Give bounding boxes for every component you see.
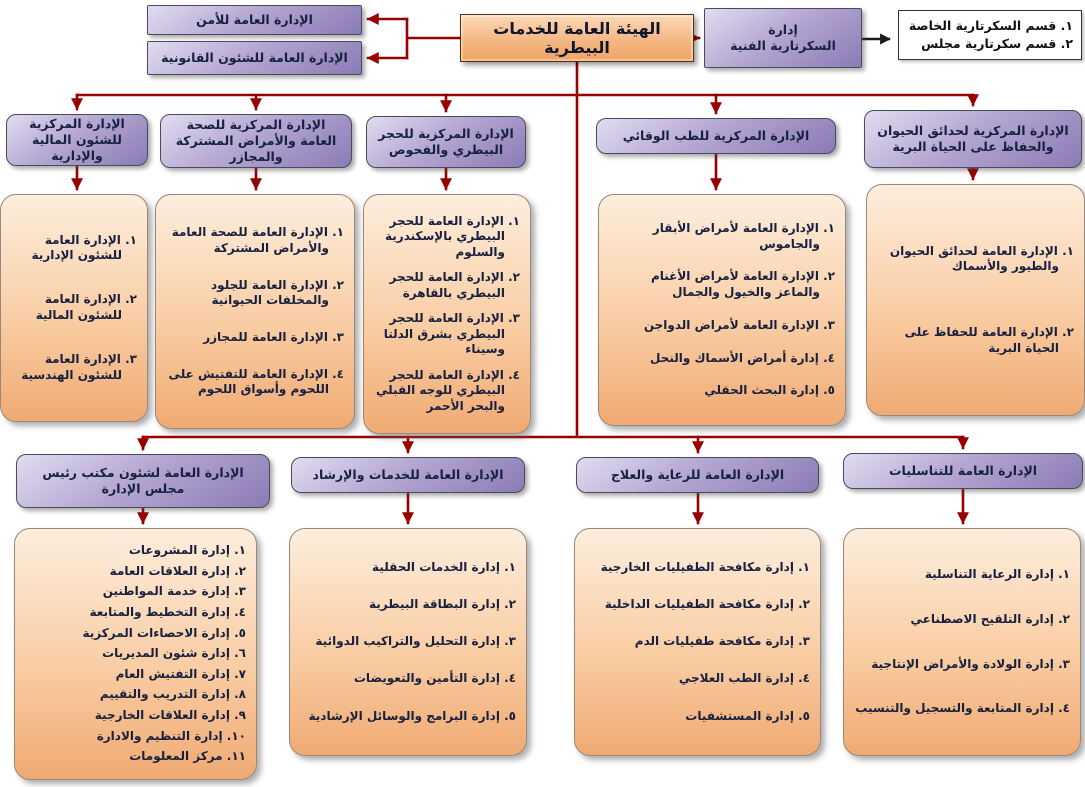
- list-finance-admin: ١. الإدارة العامة للشئون الإدارية ٢. الإد…: [0, 194, 148, 422]
- header-care-treatment: الإدارة العامة للرعاية والعلاج: [576, 457, 819, 493]
- technical-secretariat-line1: إدارة: [768, 22, 798, 37]
- dept-items: ١. إدارة المشروعات ٢. إدارة العلاقات العا…: [25, 538, 247, 770]
- list-item: ١. إدارة مكافحة الطفيليات الخارجية: [600, 559, 810, 574]
- dept-items: ١. الإدارة العامة لحدائق الحيوان والطيور…: [877, 194, 1074, 406]
- header-finance-admin: الإدارة المركزية للشئون المالية والإداري…: [6, 114, 148, 166]
- list-item: ٤. إدارة التأمين والتعويضات: [353, 671, 516, 686]
- root-authority-label: الهيئة العامة للخدمات البيطرية: [493, 19, 661, 57]
- list-item: ٥. إدارة الاحصاءات المركزية: [82, 625, 247, 640]
- header-label: الإدارة المركزية للطب الوقائي: [622, 128, 810, 143]
- list-item: ٣. الإدارة العامة للمجازر: [203, 329, 344, 344]
- list-item: ٢. إدارة العلاقات العامة: [109, 563, 246, 578]
- header-label: الإدارة المركزية للشئون المالية والإداري…: [29, 116, 125, 163]
- list-services-extension: ١. إدارة الخدمات الحقلية ٢. إدارة البطاقة…: [289, 528, 527, 756]
- list-item: ١٠. إدارة التنظيم والادارة: [96, 728, 246, 743]
- dept-items: ١. الإدارة العامة للشئون الإدارية ٢. الإد…: [11, 204, 137, 412]
- list-item: ٤. إدارة المتابعة والتسجيل والتنسيب: [855, 701, 1070, 716]
- technical-secretariat-line2: السكرتارية الفنية: [730, 38, 836, 53]
- list-item: ١. إدارة المشروعات: [128, 543, 246, 558]
- header-label: الإدارة العامة للتناسليات: [888, 463, 1038, 478]
- list-item: ١. قسم السكرتارية الخاصة: [908, 17, 1073, 33]
- legal-affairs-box: الإدارة العامة للشئون القانونية: [147, 41, 362, 75]
- header-chairman-office: الإدارة العامة لشئون مكتب رئيس مجلس الإد…: [16, 454, 270, 508]
- dept-items: ١. الإدارة العامة للصحة العامة والأمراض …: [166, 204, 344, 419]
- list-item: ٥. إدارة المستشفيات: [685, 708, 810, 723]
- list-item: ٢. الإدارة العامة للجلود والمخلفات الحيو…: [211, 277, 344, 308]
- dept-items: ١. إدارة الخدمات الحقلية ٢. إدارة البطاقة…: [300, 538, 516, 746]
- list-item: ٢. إدارة البطاقة البيطرية: [369, 596, 516, 611]
- secretariat-section-items: ١. قسم السكرتارية الخاصة ٢. قسم سكرتارية …: [907, 15, 1073, 55]
- header-label: الإدارة المركزية للحجر البيطري والفحوص: [378, 126, 514, 157]
- list-item: ٣. الإدارة العامة للحجر البيطري بشرق الد…: [383, 311, 520, 357]
- list-item: ٥. إدارة البرامج والوسائل الإرشادية: [308, 708, 516, 723]
- list-zoos-wildlife: ١. الإدارة العامة لحدائق الحيوان والطيور…: [866, 184, 1085, 416]
- list-item: ٤. الإدارة العامة للتفتيش على اللحوم وأس…: [168, 366, 344, 397]
- list-item: ١. الإدارة العامة للشئون الإدارية: [31, 232, 137, 263]
- list-item: ٢. إدارة التلقيح الاصطناعي: [910, 611, 1070, 626]
- list-item: ١. إدارة الخدمات الحقلية: [372, 559, 516, 574]
- header-public-health: الإدارة المركزية للصحة العامة والأمراض ا…: [160, 114, 352, 168]
- security-dept-label: الإدارة العامة للأمن: [196, 12, 313, 27]
- header-services-extension: الإدارة العامة للخدمات والإرشاد: [291, 457, 525, 493]
- security-dept-box: الإدارة العامة للأمن: [147, 5, 362, 35]
- list-item: ١. الإدارة العامة للصحة العامة والأمراض …: [171, 225, 344, 255]
- list-chairman-office: ١. إدارة المشروعات ٢. إدارة العلاقات العا…: [14, 528, 257, 780]
- list-item: ٢. الإدارة العامة للحجر البيطري بالقاهرة: [389, 270, 520, 300]
- list-item: ٤. إدارة التخطيط والمتابعة: [89, 604, 246, 619]
- dept-items: ١. الإدارة العامة لأمراض الأبقار والجامو…: [609, 204, 835, 416]
- legal-affairs-label: الإدارة العامة للشئون القانونية: [161, 50, 348, 65]
- list-item: ٢. الإدارة العامة للحفاظ على الحياة البر…: [904, 324, 1074, 355]
- list-public-health: ١. الإدارة العامة للصحة العامة والأمراض …: [155, 194, 355, 429]
- list-item: ٢. قسم سكرتارية مجلس: [921, 36, 1073, 52]
- list-item: ١. إدارة الرعاية التناسلية: [924, 567, 1070, 582]
- header-reproduction: الإدارة العامة للتناسليات: [843, 453, 1083, 489]
- technical-secretariat-box: إدارة السكرتارية الفنية: [704, 8, 862, 68]
- list-item: ٢. إدارة مكافحة الطفيليات الداخلية: [604, 596, 810, 611]
- secretariat-sections-box: ١. قسم السكرتارية الخاصة ٢. قسم سكرتارية …: [898, 10, 1082, 60]
- dept-items: ١. إدارة الرعاية التناسلية ٢. إدارة التلق…: [854, 538, 1070, 746]
- header-zoos-wildlife: الإدارة المركزية لحدائق الحيوان والحفاظ …: [864, 110, 1082, 168]
- list-item: ٢. الإدارة العامة لأمراض الأغنام والماعز…: [650, 269, 835, 300]
- list-item: ٤. إدارة أمراض الأسماك والنحل: [650, 350, 835, 365]
- list-item: ٤. الإدارة العامة للحجر البيطري للوجه ال…: [376, 367, 520, 413]
- header-preventive-medicine: الإدارة المركزية للطب الوقائي: [596, 118, 836, 154]
- dept-items: ١. إدارة مكافحة الطفيليات الخارجية ٢. إدا…: [585, 538, 810, 746]
- list-item: ٥. إدارة البحث الحقلي: [704, 383, 835, 398]
- list-item: ١. الإدارة العامة لحدائق الحيوان والطيور…: [889, 243, 1074, 274]
- list-item: ٩. إدارة العلاقات الخارجية: [94, 708, 246, 723]
- header-label: الإدارة العامة للخدمات والإرشاد: [312, 467, 504, 482]
- list-item: ٦. إدارة شئون المديريات: [102, 646, 246, 661]
- list-item: ١. الإدارة العامة لأمراض الأبقار والجامو…: [652, 221, 835, 251]
- header-label: الإدارة المركزية لحدائق الحيوان والحفاظ …: [877, 123, 1069, 154]
- list-item: ٤. إدارة الطب العلاجي: [678, 671, 810, 686]
- list-item: ٢. الإدارة العامة للشئون المالية: [35, 292, 137, 322]
- root-authority-box: الهيئة العامة للخدمات البيطرية: [460, 14, 694, 62]
- list-item: ٣. إدارة مكافحة طفيليات الدم: [634, 634, 810, 649]
- list-item: ٨. إدارة التدريب والتقييم: [99, 687, 246, 702]
- list-item: ٣. الإدارة العامة للشئون الهندسية: [21, 352, 137, 382]
- header-veterinary-quarantine: الإدارة المركزية للحجر البيطري والفحوص: [366, 116, 526, 168]
- list-preventive-medicine: ١. الإدارة العامة لأمراض الأبقار والجامو…: [598, 194, 846, 426]
- list-item: ١. الإدارة العامة للحجر البيطري بالإسكند…: [385, 213, 520, 259]
- header-label: الإدارة العامة لشئون مكتب رئيس مجلس الإد…: [42, 465, 244, 496]
- header-label: الإدارة العامة للرعاية والعلاج: [610, 467, 785, 482]
- list-item: ٣. إدارة الولادة والأمراض الإنتاجية: [871, 656, 1070, 671]
- header-label: الإدارة المركزية للصحة العامة والأمراض ا…: [175, 117, 337, 164]
- list-reproduction: ١. إدارة الرعاية التناسلية ٢. إدارة التلق…: [843, 528, 1081, 756]
- list-care-treatment: ١. إدارة مكافحة الطفيليات الخارجية ٢. إدا…: [574, 528, 821, 756]
- list-item: ٧. إدارة التفتيش العام: [115, 666, 246, 681]
- list-veterinary-quarantine: ١. الإدارة العامة للحجر البيطري بالإسكند…: [363, 194, 531, 434]
- list-item: ٣. الإدارة العامة لأمراض الدواجن: [643, 317, 835, 332]
- dept-items: ١. الإدارة العامة للحجر البيطري بالإسكند…: [374, 204, 520, 424]
- list-item: ٣. إدارة التحليل والتراكيب الدوائية: [315, 634, 516, 649]
- list-item: ١١. مركز المعلومات: [129, 749, 246, 764]
- list-item: ٣. إدارة خدمة المواطنين: [102, 584, 246, 599]
